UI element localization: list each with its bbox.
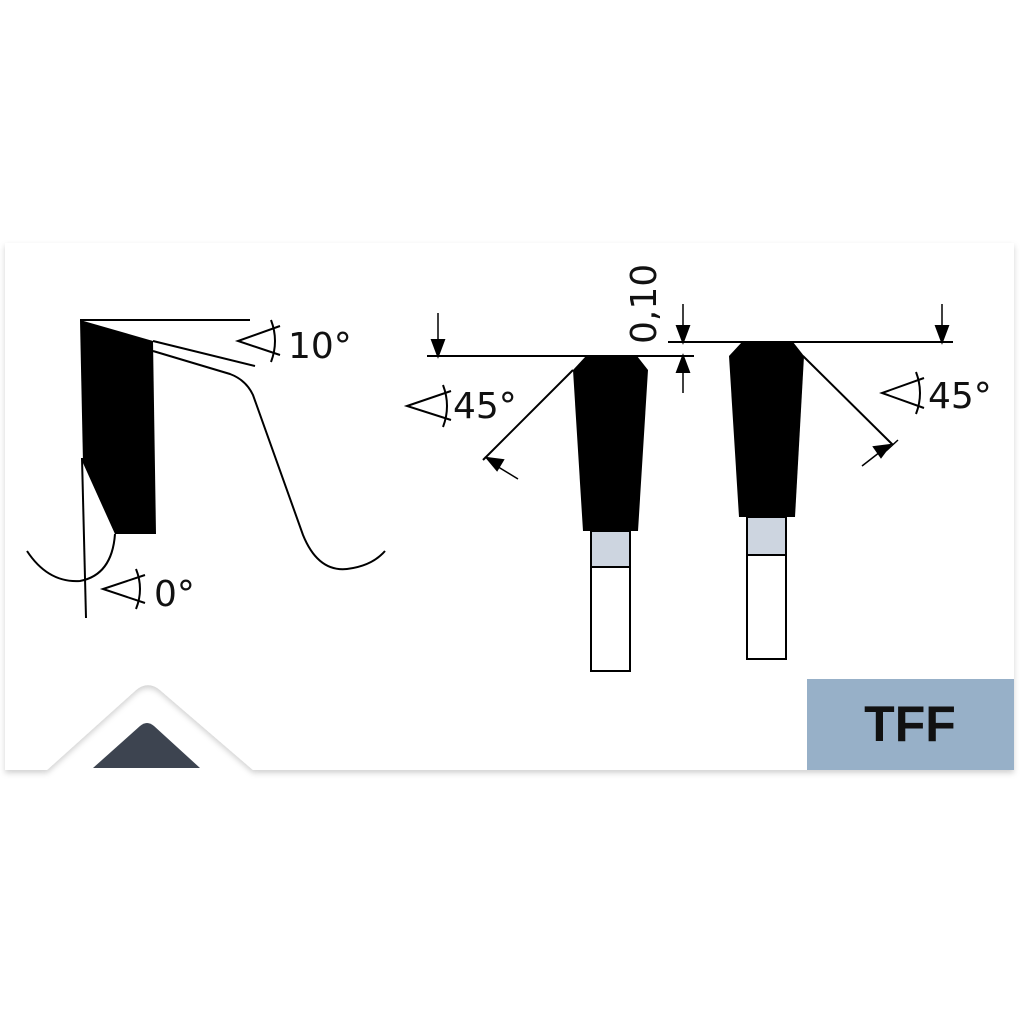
height-difference-label: 0,10 bbox=[624, 264, 665, 344]
vertical-reference-line bbox=[81, 457, 87, 619]
down-arrow-icon bbox=[430, 339, 446, 359]
angle-icon bbox=[99, 568, 146, 610]
tooth2-stem bbox=[746, 554, 787, 660]
angle-icon bbox=[403, 384, 452, 428]
badge-label: TFF bbox=[864, 696, 956, 752]
arrow-icon bbox=[872, 443, 893, 459]
tooth1-stem bbox=[590, 566, 631, 672]
tooth1-carbide-tip bbox=[573, 356, 648, 531]
clearance-angle-label: 10° bbox=[288, 326, 352, 367]
arrow-icon bbox=[484, 456, 505, 472]
gullet-outline bbox=[152, 350, 386, 571]
down-arrow-icon bbox=[934, 325, 950, 345]
angle-icon bbox=[879, 371, 925, 415]
angle-icon bbox=[234, 319, 281, 363]
tooth1-stem-band bbox=[590, 530, 631, 568]
tooth-type-badge: TFF bbox=[807, 679, 1014, 770]
carbide-tip bbox=[80, 320, 156, 534]
left-bevel-angle-label: 45° bbox=[453, 386, 517, 427]
rake-arc bbox=[26, 533, 116, 583]
notch-triangle-icon bbox=[93, 723, 200, 768]
tooth2-stem-band bbox=[746, 516, 787, 556]
side-view bbox=[26, 319, 386, 619]
clearance-line bbox=[152, 340, 256, 367]
up-arrow-icon bbox=[675, 353, 691, 373]
down-arrow-icon bbox=[675, 325, 691, 345]
front-view bbox=[403, 304, 953, 672]
rake-angle-label: 0° bbox=[154, 574, 195, 615]
right-bevel-angle-label: 45° bbox=[928, 376, 992, 417]
tooth2-bevel-line bbox=[802, 355, 894, 446]
tooth1-bevel-line bbox=[482, 369, 574, 461]
tooth2-carbide-tip bbox=[729, 342, 804, 517]
